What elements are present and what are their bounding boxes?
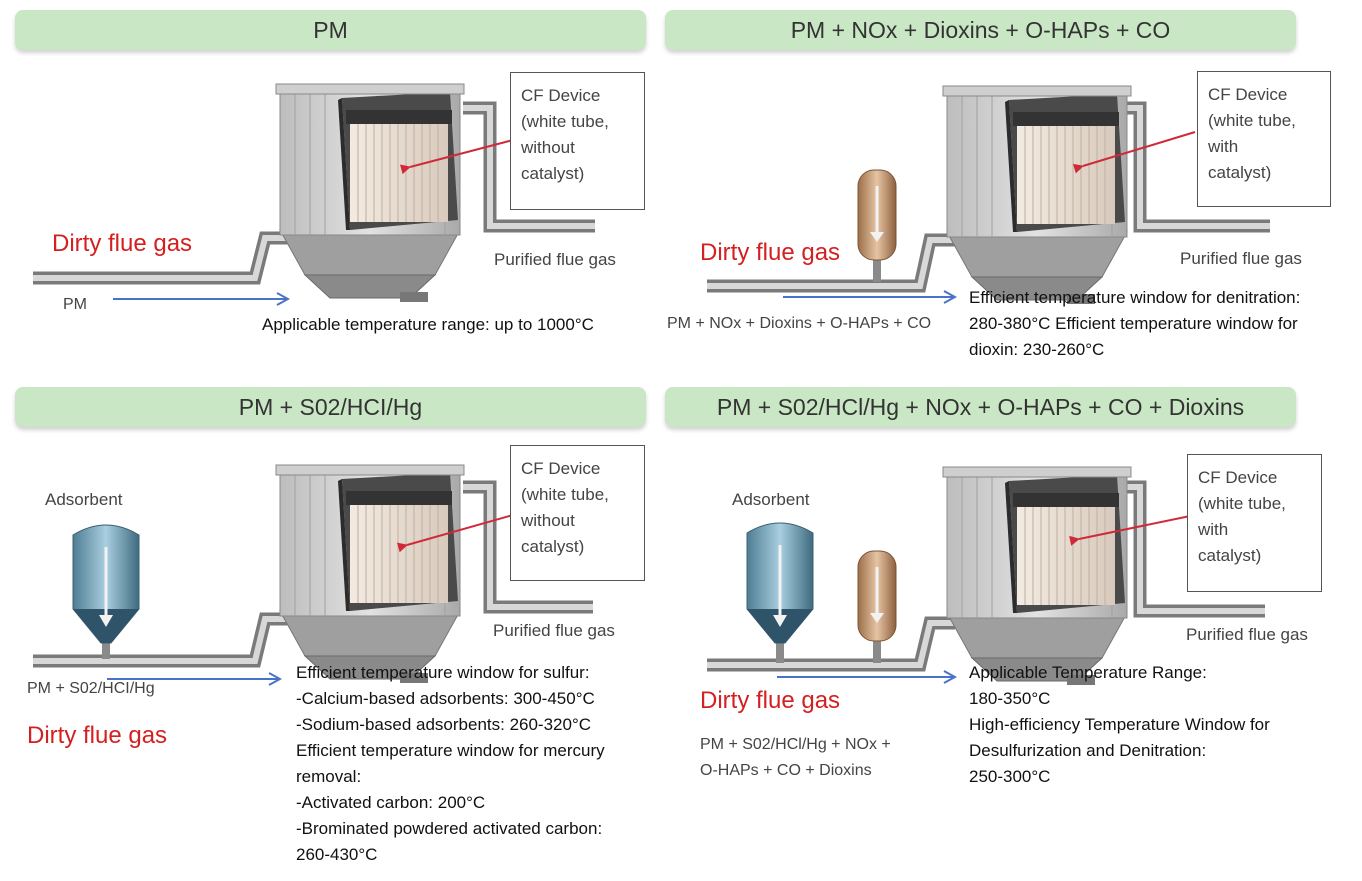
- info-line: -Calcium-based adsorbents: 300-450°C: [296, 689, 595, 708]
- inlet-label: PM + S02/HCI/Hg: [27, 680, 155, 697]
- inlet-line: O-HAPs + CO + Dioxins: [700, 762, 872, 779]
- cf-line: with: [1198, 520, 1229, 539]
- panel-pm-so2: PM + S02/HCI/Hg CF Device (white tube, w…: [15, 387, 675, 864]
- process-diagram: [33, 83, 595, 350]
- purified-flue-gas-label: Purified flue gas: [494, 250, 616, 269]
- pointer-arrow: [1072, 131, 1196, 174]
- info-line: -Sodium-based adsorbents: 260-320°C: [296, 715, 592, 734]
- purified-flue-gas-label: Purified flue gas: [493, 621, 615, 640]
- inlet-label: PM + S02/HCl/Hg + NOx + O-HAPs + CO + Di…: [700, 732, 891, 784]
- info-line: Efficient temperature window for denitra…: [969, 288, 1301, 307]
- purified-flue-gas-label: Purified flue gas: [1180, 249, 1302, 268]
- inlet-label: PM + NOx + Dioxins + O-HAPs + CO: [667, 315, 932, 332]
- cf-line: catalyst): [521, 164, 585, 183]
- cf-line: (white tube,: [1208, 111, 1296, 130]
- cf-line: catalyst): [1198, 546, 1262, 565]
- cf-line: without: [521, 511, 575, 530]
- process-diagram: [707, 85, 1270, 305]
- cf-line: (white tube,: [1198, 494, 1286, 513]
- info-line: dioxin: 230-260°C: [969, 340, 1105, 359]
- info-line: 260-430°C: [296, 845, 378, 864]
- dirty-flue-gas-label: Dirty flue gas: [700, 239, 841, 266]
- filter-unit: [275, 83, 465, 303]
- panel-title: PM + NOx + Dioxins + O-HAPs + CO: [665, 10, 1296, 50]
- info-text: Efficient temperature window for denitra…: [969, 285, 1300, 363]
- info-text: Efficient temperature window for sulfur:…: [296, 660, 605, 868]
- cf-line: CF Device: [521, 459, 601, 478]
- info-text: Applicable temperature range: up to 1000…: [262, 312, 594, 338]
- filter-unit: [275, 464, 465, 684]
- panel-title: PM + S02/HCl/Hg + NOx + O-HAPs + CO + Di…: [665, 387, 1296, 427]
- pointer-arrow: [396, 514, 514, 553]
- panel-pm-all: PM + S02/HCl/Hg + NOx + O-HAPs + CO + Di…: [665, 387, 1325, 827]
- cf-device-callout: CF Device (white tube, with catalyst): [1197, 71, 1331, 207]
- dirty-flue-gas-label: Dirty flue gas: [700, 687, 841, 714]
- adsorbent-label: Adsorbent: [45, 490, 123, 509]
- process-diagram: [707, 466, 1265, 686]
- info-line: removal:: [296, 767, 362, 786]
- panel-pm-nox: PM + NOx + Dioxins + O-HAPs + CO CF Devi…: [665, 10, 1331, 450]
- pointer-arrow: [400, 139, 514, 175]
- info-line: 280-380°C Efficient temperature window f…: [969, 314, 1298, 333]
- cf-line: CF Device: [521, 86, 601, 105]
- panel-title: PM + S02/HCI/Hg: [15, 387, 646, 427]
- cf-device-callout: CF Device (white tube, without catalyst): [510, 445, 645, 581]
- cf-line: CF Device: [1198, 468, 1278, 487]
- info-line: 180-350°C: [969, 689, 1051, 708]
- info-line: Efficient temperature window for mercury: [296, 741, 605, 760]
- filter-unit: [942, 466, 1132, 686]
- panel-pm: PM CF Device (white tube, without cataly…: [15, 10, 675, 450]
- info-line: Desulfurization and Denitration:: [969, 741, 1207, 760]
- process-diagram: [33, 464, 593, 727]
- info-line: -Activated carbon: 200°C: [296, 793, 486, 812]
- cf-line: catalyst): [1208, 163, 1272, 182]
- pointer-arrow: [1069, 514, 1196, 546]
- info-line: 250-300°C: [969, 767, 1051, 786]
- inlet-label: PM: [63, 296, 87, 313]
- adsorbent-label: Adsorbent: [732, 490, 810, 509]
- cf-line: (white tube,: [521, 112, 609, 131]
- cf-line: without: [521, 138, 575, 157]
- info-line: Efficient temperature window for sulfur:: [296, 663, 590, 682]
- info-text: Applicable Temperature Range: 180-350°C …: [969, 660, 1270, 790]
- filter-unit: [942, 85, 1132, 305]
- info-line: Applicable temperature range: up to 1000…: [262, 315, 594, 334]
- dirty-flue-gas-label: Dirty flue gas: [27, 722, 168, 749]
- cf-device-callout: CF Device (white tube, without catalyst): [510, 72, 645, 210]
- cf-line: with: [1208, 137, 1239, 156]
- info-line: -Brominated powdered activated carbon:: [296, 819, 603, 838]
- cf-device-callout: CF Device (white tube, with catalyst): [1187, 454, 1322, 592]
- info-line: High-efficiency Temperature Window for: [969, 715, 1270, 734]
- purified-flue-gas-label: Purified flue gas: [1186, 625, 1308, 644]
- inlet-line: PM + S02/HCl/Hg + NOx +: [700, 736, 891, 753]
- dirty-flue-gas-label: Dirty flue gas: [52, 230, 193, 257]
- cf-line: (white tube,: [521, 485, 609, 504]
- cf-line: catalyst): [521, 537, 585, 556]
- panel-title: PM: [15, 10, 646, 50]
- cf-line: CF Device: [1208, 85, 1288, 104]
- info-line: Applicable Temperature Range:: [969, 663, 1207, 682]
